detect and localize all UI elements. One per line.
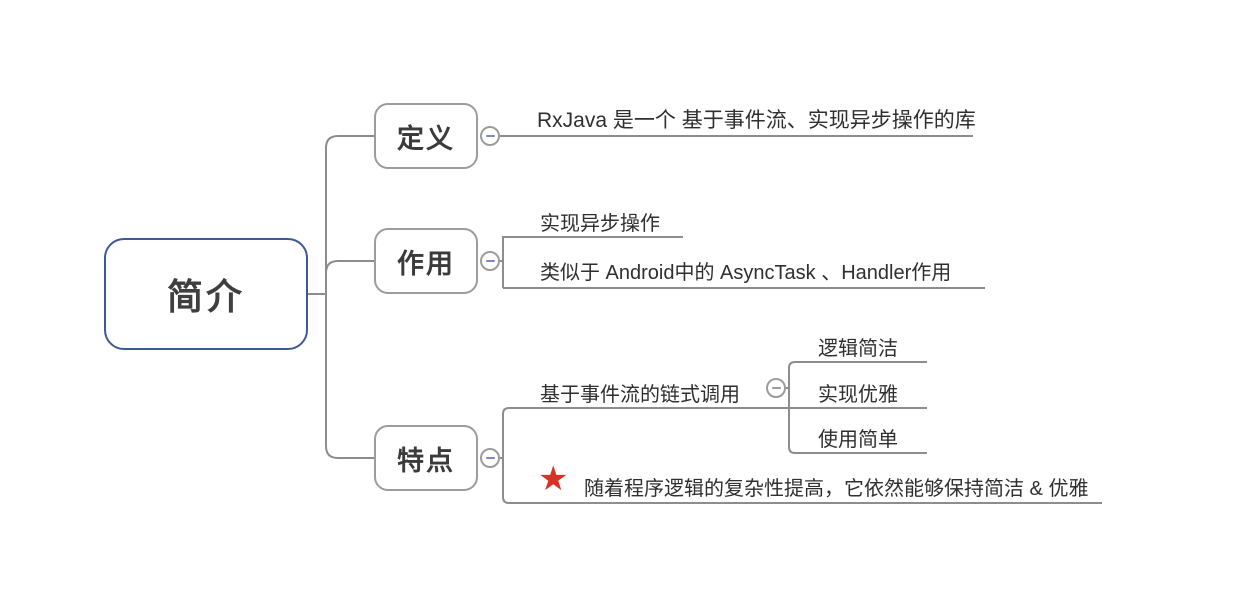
branch-node-definition-label: 定义 (397, 123, 455, 154)
branch-node-function[interactable]: 作用 (374, 228, 478, 294)
minus-icon (771, 387, 781, 389)
minus-icon (485, 260, 495, 262)
branch-node-feature[interactable]: 特点 (374, 425, 478, 491)
collapse-toggle-icon-function[interactable] (480, 251, 500, 271)
trunk-to-definition-line (325, 135, 374, 294)
minus-icon (485, 457, 495, 459)
feature-chain-call-label[interactable]: 基于事件流的链式调用 (540, 384, 740, 406)
trunk-to-function-line (325, 260, 374, 294)
branch-node-definition[interactable]: 定义 (374, 103, 478, 169)
function-child-1-label[interactable]: 实现异步操作 (540, 213, 660, 235)
chain-call-child-2-label[interactable]: 实现优雅 (818, 384, 898, 406)
root-node[interactable]: 简介 (104, 238, 308, 350)
red-star-icon: ★ (538, 460, 569, 498)
collapse-toggle-icon-chain-call[interactable] (766, 378, 786, 398)
collapse-toggle-icon-feature[interactable] (480, 448, 500, 468)
definition-child-label[interactable]: RxJava 是一个 基于事件流、实现异步操作的库 (537, 109, 976, 132)
function-child-2-label[interactable]: 类似于 Android中的 AsyncTask 、Handler作用 (540, 262, 952, 284)
feature-highlight-label[interactable]: 随着程序逻辑的复杂性提高，它依然能够保持简洁 & 优雅 (584, 478, 1089, 500)
chain-call-child-3-label[interactable]: 使用简单 (818, 429, 898, 451)
root-node-label: 简介 (166, 276, 245, 317)
branch-node-function-label: 作用 (397, 248, 455, 279)
feature-bracket-lines (500, 407, 1102, 504)
collapse-toggle-icon-definition[interactable] (480, 126, 500, 146)
trunk-to-feature-line (325, 294, 374, 459)
minus-icon (485, 135, 495, 137)
chain-call-child-1-label[interactable]: 逻辑简洁 (818, 338, 898, 360)
branch-node-feature-label: 特点 (397, 445, 455, 476)
chain-call-children-bracket-lines (786, 361, 927, 454)
function-bracket-lines (500, 236, 985, 289)
